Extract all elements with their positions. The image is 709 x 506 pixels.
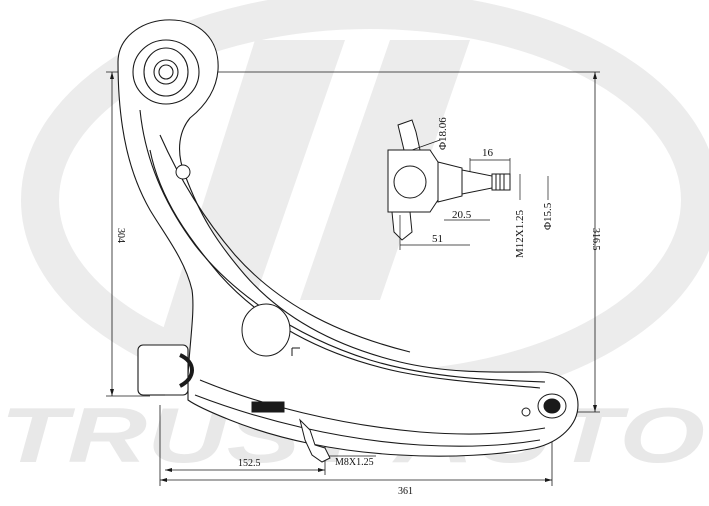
dim-ball-diameter: Φ18.06 xyxy=(437,117,449,150)
front-bushing xyxy=(132,39,200,105)
dimension-lines xyxy=(106,71,600,486)
dim-stud-length: 16 xyxy=(482,147,494,159)
lightening-hole xyxy=(241,303,300,357)
dim-height-right: 316.5 xyxy=(590,228,601,251)
dimension-arrows xyxy=(110,72,597,482)
dim-stud-thread: M12X1.25 xyxy=(514,210,526,258)
dim-width-bottom: 361 xyxy=(398,486,413,497)
outer-ball-joint xyxy=(521,393,567,419)
detail-dimension-lines xyxy=(399,139,549,250)
dim-offset-bottom: 152.5 xyxy=(238,458,261,469)
rear-bushing xyxy=(137,344,194,396)
ball-joint-detail xyxy=(387,119,511,241)
control-arm-body xyxy=(117,19,579,457)
bolt-bracket xyxy=(251,401,331,463)
dim-joint-length: 51 xyxy=(432,233,443,245)
dim-height-left: 304 xyxy=(115,228,126,243)
dim-taper-diameter: Φ15.5 xyxy=(542,202,554,230)
dim-bolt-thread: M8X1.25 xyxy=(335,457,374,468)
dim-taper-length: 20.5 xyxy=(452,209,472,221)
mounting-hole xyxy=(175,164,191,180)
